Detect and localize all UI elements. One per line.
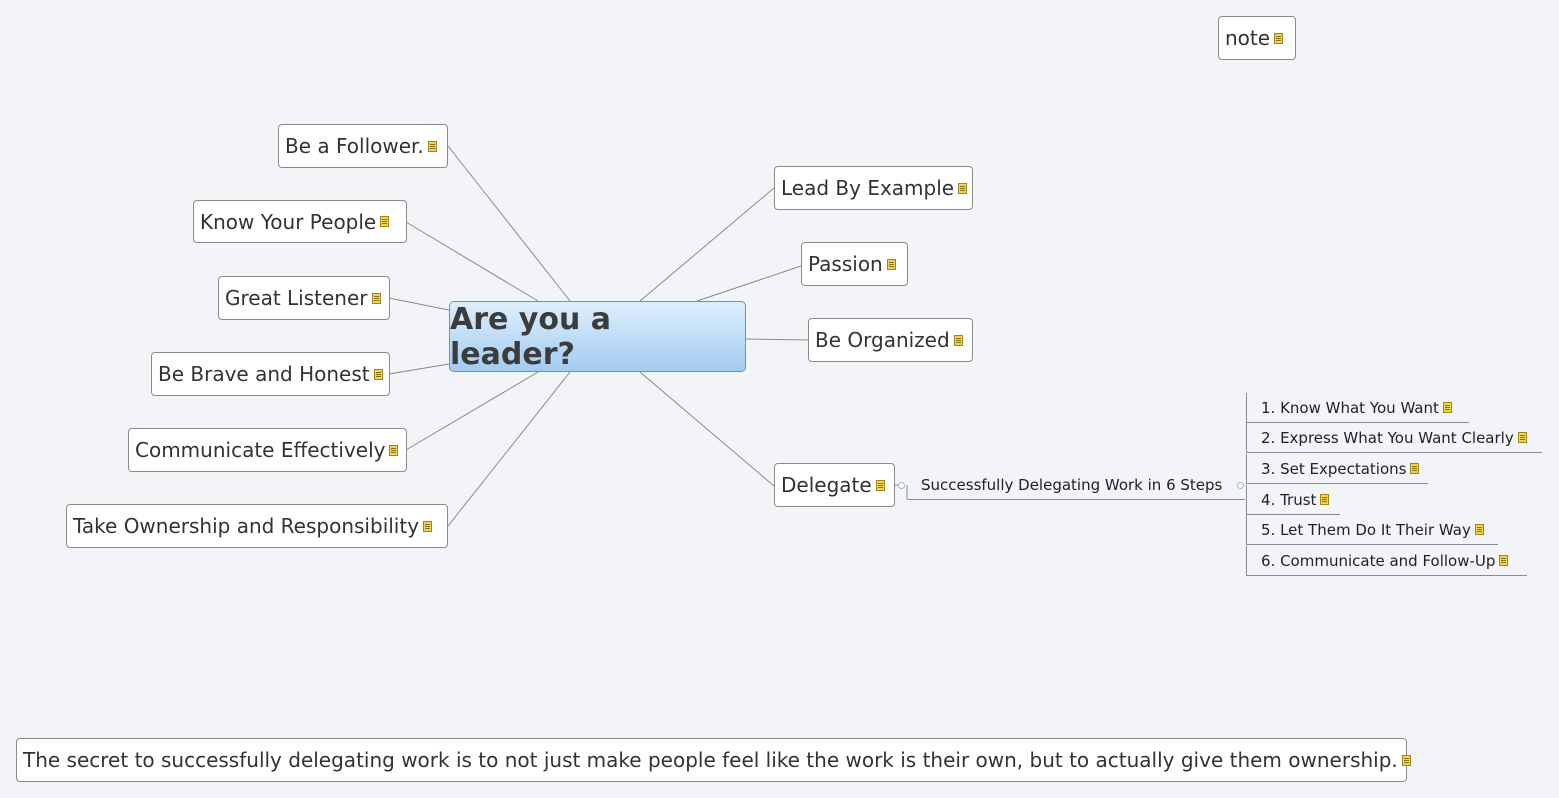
note-icon[interactable] <box>1442 402 1452 413</box>
topic-label: Lead By Example <box>781 176 955 200</box>
note-icon[interactable] <box>886 258 896 270</box>
note-icon[interactable] <box>373 368 383 380</box>
note-icon[interactable] <box>1517 432 1527 443</box>
step-label: 1. Know What You Want <box>1261 398 1439 417</box>
floating-note[interactable]: note <box>1218 16 1296 60</box>
step-item[interactable]: 6. Communicate and Follow-Up <box>1246 546 1527 576</box>
topic-label: Be a Follower. <box>285 134 424 158</box>
step-label: 2. Express What You Want Clearly <box>1261 428 1514 447</box>
topic-be-a-follower[interactable]: Be a Follower. <box>278 124 448 168</box>
note-icon[interactable] <box>380 216 390 227</box>
topic-label: Delegate <box>781 473 872 497</box>
note-icon[interactable] <box>958 182 968 194</box>
note-icon[interactable] <box>1474 524 1484 535</box>
central-topic-label: Are you a leader? <box>450 301 612 372</box>
topic-label: Know Your People <box>200 209 377 234</box>
topic-delegate[interactable]: Delegate <box>774 463 895 507</box>
step-item[interactable]: 4. Trust <box>1246 485 1340 515</box>
central-topic[interactable]: Are you a leader? <box>449 301 746 372</box>
note-icon[interactable] <box>953 334 963 346</box>
topic-lead-by-example[interactable]: Lead By Example <box>774 166 973 210</box>
topic-know-your-people[interactable]: Know Your People <box>193 200 407 243</box>
note-icon[interactable] <box>1320 494 1330 505</box>
step-item[interactable]: 3. Set Expectations <box>1246 454 1428 484</box>
note-icon[interactable] <box>1274 32 1284 44</box>
note-icon[interactable] <box>1499 555 1509 566</box>
note-icon[interactable] <box>427 140 437 152</box>
step-label: 4. Trust <box>1261 490 1317 509</box>
note-icon[interactable] <box>389 444 399 456</box>
collapse-toggle-steps[interactable] <box>1237 482 1244 489</box>
topic-be-brave-and-honest[interactable]: Be Brave and Honest <box>151 352 390 396</box>
step-item[interactable]: 5. Let Them Do It Their Way <box>1246 515 1498 545</box>
topic-label: Be Organized <box>815 328 950 352</box>
topic-label: Passion <box>808 252 883 276</box>
topic-label: Great Listener <box>225 286 368 310</box>
topic-label: Be Brave and Honest <box>158 362 370 386</box>
subtopic-label: Successfully Delegating Work in 6 Steps <box>921 475 1223 494</box>
note-icon[interactable] <box>1410 463 1420 474</box>
topic-great-listener[interactable]: Great Listener <box>218 276 390 320</box>
note-icon[interactable] <box>423 520 433 532</box>
bottom-note-label: The secret to successfully delegating wo… <box>23 748 1398 772</box>
topic-label: Communicate Effectively <box>135 438 386 462</box>
step-item[interactable]: 2. Express What You Want Clearly <box>1246 423 1542 453</box>
note-icon[interactable] <box>371 292 381 304</box>
step-label: 5. Let Them Do It Their Way <box>1261 520 1471 539</box>
note-icon[interactable] <box>875 479 885 491</box>
floating-note-label: note <box>1225 26 1271 50</box>
step-item[interactable]: 1. Know What You Want <box>1246 393 1469 423</box>
bottom-note-topic[interactable]: The secret to successfully delegating wo… <box>16 738 1411 782</box>
topic-be-organized[interactable]: Be Organized <box>808 318 973 362</box>
topic-communicate-effectively[interactable]: Communicate Effectively <box>128 428 407 472</box>
subtopic-delegating-steps[interactable]: Successfully Delegating Work in 6 Steps <box>907 470 1245 500</box>
collapse-toggle-delegate[interactable] <box>898 482 905 489</box>
topic-passion[interactable]: Passion <box>801 242 908 286</box>
topic-label: Take Ownership and Responsibility <box>73 514 420 538</box>
note-icon[interactable] <box>1401 754 1411 766</box>
step-label: 3. Set Expectations <box>1261 459 1407 478</box>
step-label: 6. Communicate and Follow-Up <box>1261 551 1496 570</box>
topic-take-ownership[interactable]: Take Ownership and Responsibility <box>66 504 448 548</box>
